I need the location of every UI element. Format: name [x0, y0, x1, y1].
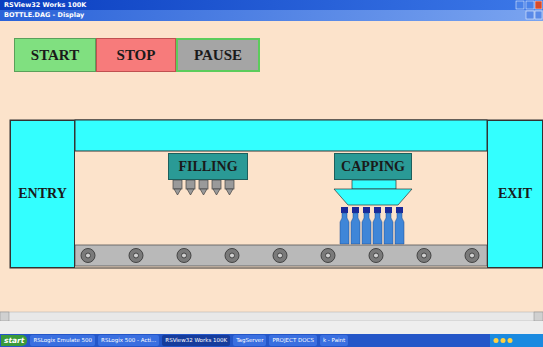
station-label: PAUSE — [194, 47, 242, 64]
exit-station: EXIT — [487, 120, 543, 268]
station-label: CAPPING — [341, 159, 405, 175]
display-title: BOTTLE.DAG - Display — [4, 11, 84, 19]
taskbar-item: RSView32 Works 100K — [162, 335, 230, 346]
entry-station: ENTRY — [10, 120, 75, 268]
taskbar-item: RSLogix 500 - Acti... — [98, 335, 159, 346]
taskbar-item: TagServer — [233, 335, 266, 346]
start-button: START — [14, 38, 96, 72]
window-title: RSView32 Works 100K — [4, 1, 86, 9]
taskbar-item: k - Paint — [320, 335, 348, 346]
start-menu-button: start — [1, 335, 27, 346]
station-label: FILLING — [178, 159, 237, 175]
taskbar-item: PROJECT DOCS — [269, 335, 316, 346]
capping-station: CAPPING — [334, 153, 412, 180]
taskbar-item: RSLogix Emulate 500 — [30, 335, 95, 346]
station-label: STOP — [117, 47, 156, 64]
filling-station: FILLING — [168, 153, 248, 180]
pause-button: PAUSE — [176, 38, 260, 72]
station-label: START — [31, 47, 79, 64]
station-label: EXIT — [498, 186, 532, 202]
stop-button: STOP — [96, 38, 176, 72]
station-label: ENTRY — [18, 186, 67, 202]
